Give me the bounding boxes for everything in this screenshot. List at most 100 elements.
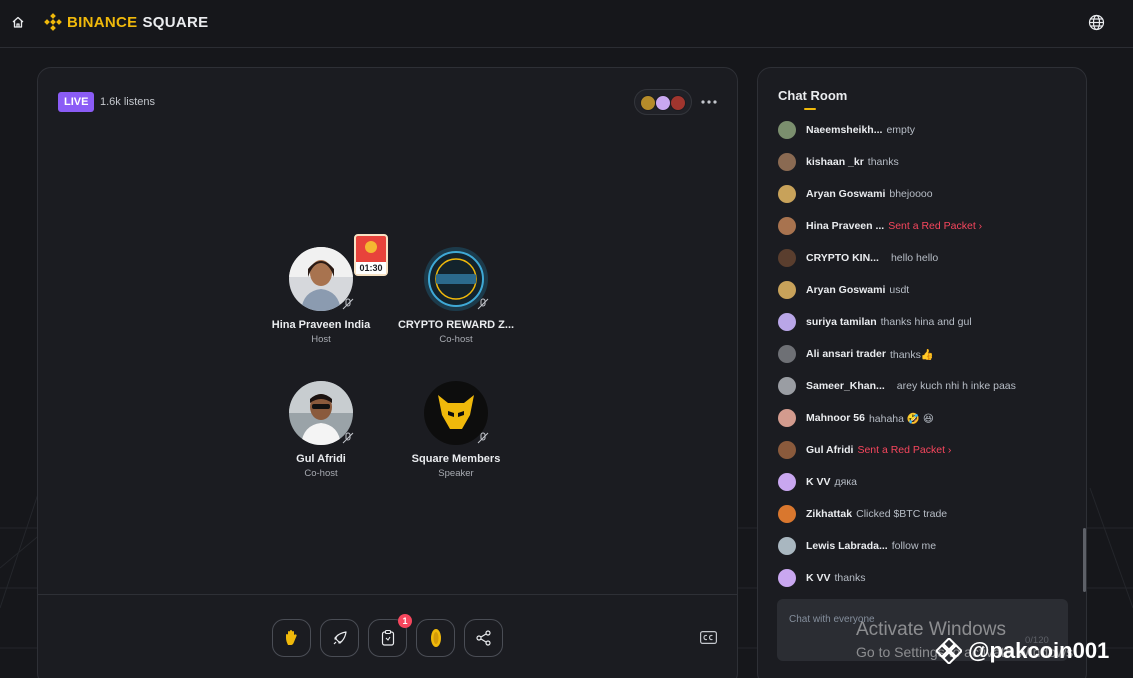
chat-message[interactable]: Naeemsheikh... empty <box>778 120 915 140</box>
chat-message[interactable]: Mahnoor 56 hahaha 🤣 😆 <box>778 408 934 428</box>
user-avatar <box>778 281 796 299</box>
raise-hand-button[interactable] <box>272 619 311 657</box>
stage-divider <box>38 594 737 595</box>
closed-captions-icon[interactable] <box>700 631 717 644</box>
speaker-name: Square Members <box>411 453 501 465</box>
chat-message[interactable]: Sameer_Khan... arey kuch nhi h inke paas <box>778 376 1016 396</box>
message-text: thanks hina and gul <box>880 316 972 328</box>
message-user[interactable]: Lewis Labrada... <box>806 540 888 552</box>
user-avatar <box>778 313 796 331</box>
message-user[interactable]: Aryan Goswami <box>806 188 886 200</box>
message-text: thanks <box>834 572 866 584</box>
chat-room-panel: Chat Room Naeemsheikh... empty kishaan _… <box>757 67 1087 678</box>
user-avatar <box>778 377 796 395</box>
creator-handle-text: @pakcoin001 <box>968 638 1110 663</box>
message-user[interactable]: Naeemsheikh... <box>806 124 883 136</box>
red-packet-coin-icon <box>365 241 377 253</box>
message-user[interactable]: kishaan _kr <box>806 156 864 168</box>
chat-tab-indicator <box>804 108 816 110</box>
audio-stage-panel: LIVE 1.6k listens Hina Praveen India Hos… <box>37 67 738 678</box>
user-avatar <box>778 217 796 235</box>
avatar <box>289 381 353 445</box>
message-text: Clicked $BTC trade <box>856 508 948 520</box>
chat-message[interactable]: Gul Afridi Sent a Red Packet › <box>778 440 951 460</box>
avatar <box>289 247 353 311</box>
message-text: дяка <box>834 476 857 488</box>
chat-room-title[interactable]: Chat Room <box>778 88 848 103</box>
brand-primary: BINANCE <box>67 13 138 31</box>
home-icon[interactable] <box>11 15 25 29</box>
message-user[interactable]: Hina Praveen ... <box>806 220 885 232</box>
listener-avatars[interactable] <box>634 89 692 115</box>
user-avatar <box>778 121 796 139</box>
mic-muted-icon <box>342 432 354 444</box>
chat-message[interactable]: Ali ansari trader thanks👍 <box>778 344 934 364</box>
user-avatar <box>778 185 796 203</box>
speaker-role: Host <box>311 334 331 345</box>
binance-square-logo[interactable]: BINANCE SQUARE <box>44 12 208 32</box>
message-user[interactable]: Ali ansari trader <box>806 348 886 360</box>
chat-message[interactable]: K VV дяка <box>778 472 857 492</box>
speaker-card[interactable]: Gul Afridi Co-host <box>251 381 391 479</box>
user-avatar <box>778 537 796 555</box>
speaker-role: Speaker <box>438 468 474 479</box>
user-avatar <box>778 473 796 491</box>
chat-message[interactable]: CRYPTO KIN... hello hello <box>778 248 938 268</box>
tasks-button[interactable]: 1 <box>368 614 412 657</box>
speaker-role: Co-host <box>439 334 473 345</box>
raise-hand-icon <box>285 630 297 645</box>
message-user[interactable]: Gul Afridi <box>806 444 854 456</box>
activate-windows-watermark: Activate Windows Go to Settings to activ… <box>856 618 1077 662</box>
more-options-icon[interactable] <box>700 99 718 105</box>
listen-count: 1.6k listens <box>100 96 156 108</box>
message-text: arey kuch nhi h inke paas <box>896 380 1016 392</box>
message-text: follow me <box>891 540 937 552</box>
speaker-card[interactable]: CRYPTO REWARD Z... Co-host <box>386 247 526 345</box>
user-avatar <box>778 249 796 267</box>
speaker-card[interactable]: Hina Praveen India Host <box>251 247 391 345</box>
user-avatar <box>778 505 796 523</box>
avatar <box>424 247 488 311</box>
message-text: usdt <box>889 284 910 296</box>
tip-button[interactable] <box>416 619 455 657</box>
user-avatar <box>778 409 796 427</box>
chat-message[interactable]: Hina Praveen ... Sent a Red Packet › <box>778 216 982 236</box>
speaker-name: CRYPTO REWARD Z... <box>397 319 515 331</box>
speaker-card[interactable]: Square Members Speaker <box>386 381 526 479</box>
red-packet-button[interactable]: 01:30 <box>354 234 388 276</box>
message-user[interactable]: Sameer_Khan... <box>806 380 885 392</box>
chat-scrollbar[interactable] <box>1083 528 1086 592</box>
globe-icon[interactable] <box>1088 14 1105 31</box>
message-user[interactable]: Aryan Goswami <box>806 284 886 296</box>
chat-message[interactable]: suriya tamilan thanks hina and gul <box>778 312 972 332</box>
share-button[interactable] <box>464 619 503 657</box>
chat-message[interactable]: Aryan Goswami bhejoooo <box>778 184 933 204</box>
message-user[interactable]: Mahnoor 56 <box>806 412 865 424</box>
message-user[interactable]: K VV <box>806 476 831 488</box>
activate-windows-subtitle: Go to Settings to activate Windows. <box>856 644 1077 660</box>
mic-muted-icon <box>477 432 489 444</box>
chat-message[interactable]: Lewis Labrada... follow me <box>778 536 936 556</box>
chat-message[interactable]: Aryan Goswami usdt <box>778 280 909 300</box>
red-packet-link[interactable]: Sent a Red Packet › <box>857 444 952 456</box>
message-text: hahaha 🤣 😆 <box>868 412 934 425</box>
creator-handle: @pakcoin001 <box>936 638 1109 664</box>
message-user[interactable]: CRYPTO KIN... <box>806 252 879 264</box>
notification-badge: 1 <box>398 614 412 628</box>
mic-muted-icon <box>342 298 354 310</box>
message-text: hello hello <box>890 252 939 264</box>
speaker-role: Co-host <box>304 468 338 479</box>
chat-input[interactable] <box>777 599 1068 661</box>
message-user[interactable]: suriya tamilan <box>806 316 877 328</box>
message-user[interactable]: Zikhattak <box>806 508 853 520</box>
message-text: thanks👍 <box>889 348 934 361</box>
boost-button[interactable] <box>320 619 359 657</box>
user-avatar <box>778 569 796 587</box>
chat-message[interactable]: Zikhattak Clicked $BTC trade <box>778 504 947 524</box>
chat-message[interactable]: kishaan _kr thanks <box>778 152 899 172</box>
chat-message[interactable]: K VV thanks <box>778 568 865 588</box>
message-user[interactable]: K VV <box>806 572 831 584</box>
top-bar: BINANCE SQUARE <box>0 0 1133 48</box>
red-packet-link[interactable]: Sent a Red Packet › <box>888 220 983 232</box>
brand-secondary: SQUARE <box>142 13 209 31</box>
